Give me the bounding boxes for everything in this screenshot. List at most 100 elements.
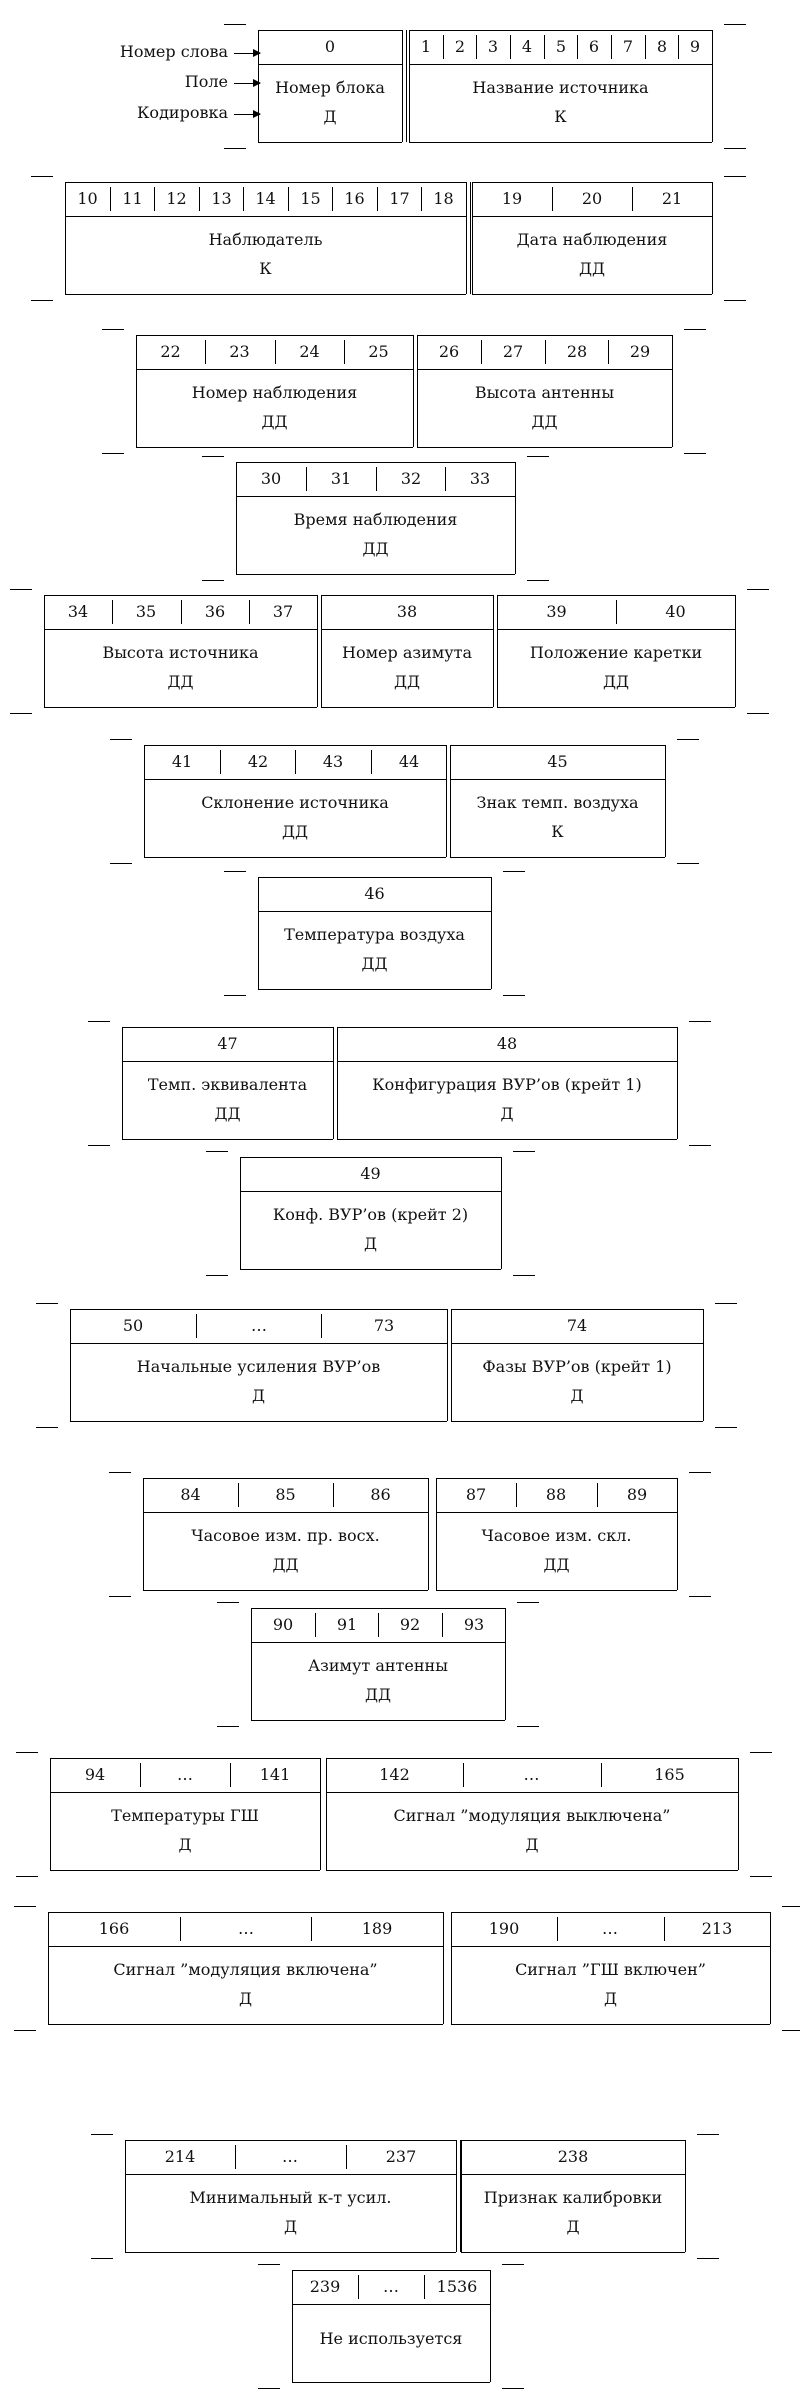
row-3-cell-2-left-border (417, 335, 418, 447)
row-2-cell-2-word-2: 20 (581, 189, 603, 208)
row-5-cell-2-encoding: ДД (393, 672, 420, 691)
row-5-cell-3-top-line (497, 595, 735, 596)
row-8-top-dash (88, 1021, 110, 1022)
row-11-cell-2-word-2: 88 (545, 1485, 567, 1504)
row-5-bottom-dash (10, 713, 32, 714)
row-15-cell-2-encoding: Д (566, 2217, 580, 2236)
row-3-cell-2-word-sep-3 (608, 340, 609, 364)
row-1-cell-2-top-line (409, 30, 712, 31)
row-9-bottom-dash (206, 1275, 228, 1276)
row-6-cell-2-top-line (450, 745, 665, 746)
row-6-cell-1-word-4: 44 (398, 752, 420, 771)
row-5-cell-2-top-line (321, 595, 493, 596)
row-5-cell-1-word-sep-1 (112, 600, 113, 624)
row-5-cell-2-word-1: 38 (396, 602, 418, 621)
row-6-cell-1-word-3: 43 (322, 752, 344, 771)
row-13-cell-2-top-line (326, 1758, 738, 1759)
row-4-cell-1-left-border (236, 462, 237, 574)
row-14-bottom-dash (14, 2030, 36, 2031)
row-8-cell-1-left-border (122, 1027, 123, 1139)
row-10-cell-1-encoding: Д (251, 1386, 265, 1405)
row-11-cell-1-left-border (143, 1478, 144, 1590)
row-5-cell-1-right-border (317, 595, 318, 707)
row-13-cell-2-word-1: 142 (379, 1765, 410, 1784)
row-15-cell-1-header-line (125, 2174, 456, 2175)
row-14-cell-2-header-line (451, 1946, 770, 1947)
row-2-cell-1-word-sep-4 (243, 187, 244, 211)
row-2-cell-2-bottom-line (472, 294, 712, 295)
row-11-cell-2-header-line (436, 1512, 677, 1513)
row-1-cell-2-word-1: 1 (420, 37, 432, 56)
row-1-cell-1-double-border (406, 30, 407, 142)
row-7-cell-1-bottom-line (258, 989, 491, 990)
row-10-bottom-dash-right (715, 1427, 737, 1428)
row-8-cell-1-field-name: Темп. эквивалента (147, 1075, 308, 1094)
row-16-cell-1-left-border (292, 2270, 293, 2382)
row-12-top-dash (217, 1602, 239, 1603)
row-15-cell-1-word-sep-2 (346, 2145, 347, 2169)
row-2-cell-1-header-line (65, 216, 466, 217)
row-1-cell-2-word-4: 4 (521, 37, 533, 56)
row-6-top-dash-right (677, 739, 699, 740)
row-5-cell-2-right-border (493, 595, 494, 707)
row-13-cell-1-encoding: Д (178, 1835, 192, 1854)
row-8-cell-2-top-line (337, 1027, 677, 1028)
row-1-cell-2-word-7: 7 (622, 37, 634, 56)
row-13-cell-2-word-sep-1 (463, 1763, 464, 1787)
row-14-cell-2-right-border (770, 1912, 771, 2024)
row-13-cell-1-field-name: Температуры ГШ (111, 1806, 259, 1825)
row-16-bottom-dash (258, 2388, 280, 2389)
row-9-cell-1-bottom-line (240, 1269, 501, 1270)
row-11-cell-2-word-3: 89 (626, 1485, 648, 1504)
row-7-cell-1-header-line (258, 911, 491, 912)
row-6-top-dash (110, 739, 132, 740)
row-15-cell-2-header-line (461, 2174, 685, 2175)
row-5-cell-1-left-border (44, 595, 45, 707)
row-1-bottom-dash-right (724, 148, 746, 149)
row-15-bottom-dash-right (697, 2258, 719, 2259)
row-13-cell-2-word-2: … (523, 1765, 540, 1784)
row-11-bottom-dash (109, 1596, 131, 1597)
row-10-cell-1-left-border (70, 1309, 71, 1421)
row-15-cell-2-right-border (685, 2140, 686, 2252)
row-15-bottom-dash (91, 2258, 113, 2259)
row-2-cell-2-word-3: 21 (661, 189, 683, 208)
row-13-cell-1-bottom-line (50, 1870, 320, 1871)
row-4-cell-1-bottom-line (236, 574, 515, 575)
row-7-top-dash (224, 871, 246, 872)
row-3-cell-2-word-sep-1 (481, 340, 482, 364)
row-1-cell-2-word-sep-4 (544, 35, 545, 59)
row-11-cell-1-word-sep-1 (238, 1483, 239, 1507)
row-4-cell-1-word-sep-3 (445, 467, 446, 491)
row-10-cell-1-field-name: Начальные усиления ВУР’ов (136, 1357, 381, 1376)
row-3-cell-2-word-3: 28 (566, 342, 588, 361)
row-4-cell-1-encoding: ДД (362, 539, 389, 558)
row-10-cell-1-top-line (70, 1309, 447, 1310)
row-15-cell-1-word-sep-1 (235, 2145, 236, 2169)
row-11-cell-1-field-name: Часовое изм. пр. восх. (191, 1526, 380, 1545)
row-3-cell-2-header-line (417, 369, 672, 370)
row-16-cell-1-bottom-line (292, 2382, 490, 2383)
row-11-top-dash (109, 1472, 131, 1473)
row-15-cell-2-bottom-line (461, 2252, 685, 2253)
row-10-cell-1-word-sep-1 (196, 1314, 197, 1338)
row-4-cell-1-word-1: 30 (260, 469, 282, 488)
row-6-cell-2-right-border (665, 745, 666, 857)
row-12-cell-1-word-4: 93 (463, 1615, 485, 1634)
row-1-top-dash-right (724, 24, 746, 25)
row-15-cell-1-left-border (125, 2140, 126, 2252)
row-9-cell-1-field-name: Конф. ВУР’ов (крейт 2) (272, 1205, 469, 1224)
legend-field: Поле (184, 72, 228, 91)
row-1-cell-2-word-sep-1 (443, 35, 444, 59)
row-12-cell-1-word-3: 92 (399, 1615, 421, 1634)
row-8-cell-1-header-line (122, 1061, 333, 1062)
row-12-cell-1-right-border (505, 1608, 506, 1720)
row-10-bottom-dash (36, 1427, 58, 1428)
row-8-cell-1-top-line (122, 1027, 333, 1028)
row-2-cell-2-left-border (472, 182, 473, 294)
row-12-cell-1-encoding: ДД (364, 1685, 391, 1704)
row-3-bottom-dash (102, 453, 124, 454)
row-13-bottom-dash-right (750, 1876, 772, 1877)
row-1-cell-2-word-sep-3 (510, 35, 511, 59)
row-11-cell-2-encoding: ДД (543, 1555, 570, 1574)
